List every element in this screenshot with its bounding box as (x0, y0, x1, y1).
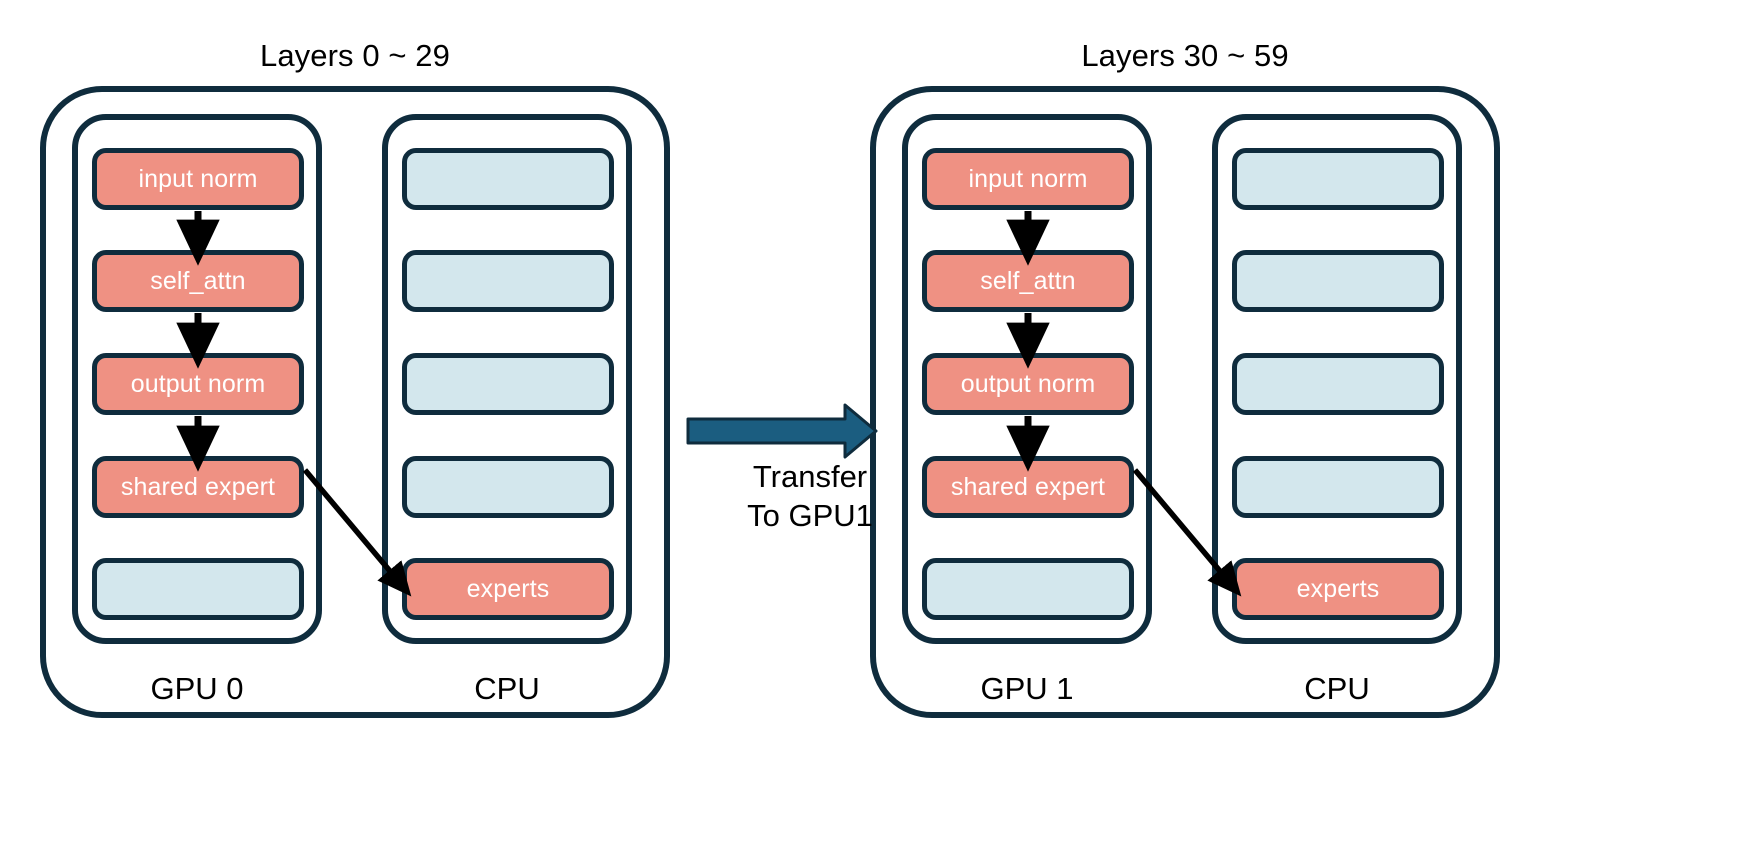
block-cpu1-slot-1[interactable] (1232, 148, 1444, 210)
block-gpu0-shared-expert[interactable]: shared expert (92, 456, 304, 518)
block-cpu1-experts[interactable]: experts (1232, 558, 1444, 620)
block-gpu0-output-norm[interactable]: output norm (92, 353, 304, 415)
block-gpu1-shared-expert[interactable]: shared expert (922, 456, 1134, 518)
block-gpu0-input-norm[interactable]: input norm (92, 148, 304, 210)
transfer-label-line1: Transfer (752, 459, 868, 494)
block-cpu1-slot-2[interactable] (1232, 250, 1444, 312)
group-title-left: Layers 0 ~ 29 (259, 38, 450, 73)
transfer-label-line2: To GPU1 (747, 498, 873, 533)
block-gpu0-empty-slot[interactable] (92, 558, 304, 620)
column-label-gpu1: GPU 1 (980, 671, 1074, 706)
column-label-gpu0: GPU 0 (150, 671, 244, 706)
block-cpu0-experts[interactable]: experts (402, 558, 614, 620)
block-gpu0-self-attn[interactable]: self_attn (92, 250, 304, 312)
column-label-cpu0: CPU (474, 671, 540, 706)
transfer-arrow (686, 403, 878, 459)
block-cpu1-slot-3[interactable] (1232, 353, 1444, 415)
block-gpu1-input-norm[interactable]: input norm (922, 148, 1134, 210)
block-cpu0-slot-3[interactable] (402, 353, 614, 415)
block-cpu1-slot-4[interactable] (1232, 456, 1444, 518)
column-label-cpu1: CPU (1304, 671, 1370, 706)
block-cpu0-slot-1[interactable] (402, 148, 614, 210)
block-cpu0-slot-2[interactable] (402, 250, 614, 312)
block-cpu0-slot-4[interactable] (402, 456, 614, 518)
transfer-label: Transfer To GPU1 (700, 457, 920, 535)
block-gpu1-self-attn[interactable]: self_attn (922, 250, 1134, 312)
group-title-right: Layers 30 ~ 59 (1081, 38, 1289, 73)
block-gpu1-empty-slot[interactable] (922, 558, 1134, 620)
block-gpu1-output-norm[interactable]: output norm (922, 353, 1134, 415)
